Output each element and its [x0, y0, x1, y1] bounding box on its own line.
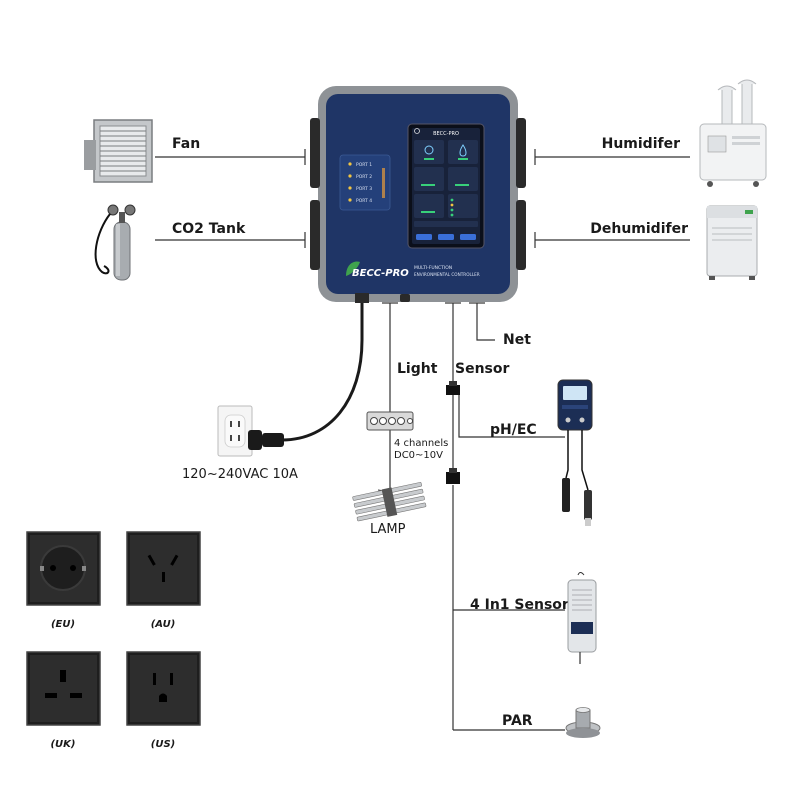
controller-right-tab-bottom — [516, 200, 526, 270]
fan-label: Fan — [172, 136, 200, 152]
plug-au-label: (AU) — [151, 619, 176, 630]
port-label-2: PORT 2 — [356, 174, 372, 180]
screen-buttons — [416, 234, 476, 240]
dehumidifier-label: Dehumidifer — [590, 221, 688, 237]
port-indicators: PORT 1 PORT 2 PORT 3 PORT 4 — [348, 162, 385, 204]
plug-us — [126, 651, 201, 726]
par-label: PAR — [502, 713, 533, 729]
co2-tank-illustration — [94, 204, 136, 281]
four-in-one-label: 4 In1 Sensor — [470, 597, 569, 613]
port-label-1: PORT 1 — [356, 162, 372, 168]
sun-icon — [414, 128, 420, 134]
net-line — [476, 303, 495, 341]
controller-left-tab-bottom — [310, 200, 320, 270]
lamp-label: LAMP — [370, 522, 406, 537]
sensor-splitter-1 — [446, 381, 460, 395]
plug-eu-label: (EU) — [51, 619, 75, 630]
bottom-knob — [400, 294, 410, 302]
humidifier-illustration — [699, 79, 767, 187]
four-in-one-sensor-illustration — [567, 572, 597, 664]
sensor-label: Sensor — [455, 361, 509, 377]
net-label: Net — [503, 332, 531, 348]
sensor-splitter-2 — [446, 468, 460, 484]
plug-uk-label: (UK) — [50, 739, 75, 750]
humidifier-label: Humidifer — [602, 136, 680, 152]
port-label-4: PORT 4 — [356, 198, 372, 204]
channels-label: 4 channels — [394, 438, 448, 449]
plug-us-label: (US) — [151, 739, 175, 750]
power-cord — [281, 302, 364, 442]
power-label: 120~240VAC 10A — [182, 467, 298, 482]
screen-title: BECC-PRO — [433, 131, 459, 137]
port-panel — [339, 154, 391, 211]
plug-au — [126, 531, 201, 606]
ph-ec-meter-illustration — [557, 379, 593, 526]
co2-label: CO2 Tank — [172, 221, 246, 237]
connection-lines — [155, 149, 690, 731]
brand-logo: BECC-PRO — [346, 261, 409, 279]
brand-name: BECC-PRO — [352, 268, 409, 279]
wall-outlet-illustration — [217, 405, 284, 457]
controller-right-tab-top — [516, 118, 526, 188]
light-controller-box — [366, 411, 414, 431]
plug-eu — [26, 531, 101, 606]
dehumidifier-illustration — [706, 205, 758, 280]
dc-label: DC0~10V — [394, 450, 443, 461]
plug-uk — [26, 651, 101, 726]
port-label-3: PORT 3 — [356, 186, 372, 192]
light-label: Light — [397, 361, 438, 377]
ph-line — [458, 395, 565, 438]
controller-device: PORT 1 PORT 2 PORT 3 PORT 4 BECC-PRO — [310, 86, 526, 303]
fan-illustration — [84, 119, 153, 183]
controller-left-tab-top — [310, 118, 320, 188]
controller-subtitle-2: ENVIRONMENTAL CONTROLLER — [414, 272, 480, 277]
screen-tiles — [414, 140, 478, 218]
leaf-icon — [346, 261, 360, 276]
ph-ec-label: pH/EC — [490, 422, 537, 438]
lamp-illustration — [352, 482, 427, 522]
par-sensor-illustration — [565, 707, 601, 738]
power-port — [355, 293, 369, 303]
controller-subtitle-1: MULTI-FUNCTION — [414, 265, 452, 271]
